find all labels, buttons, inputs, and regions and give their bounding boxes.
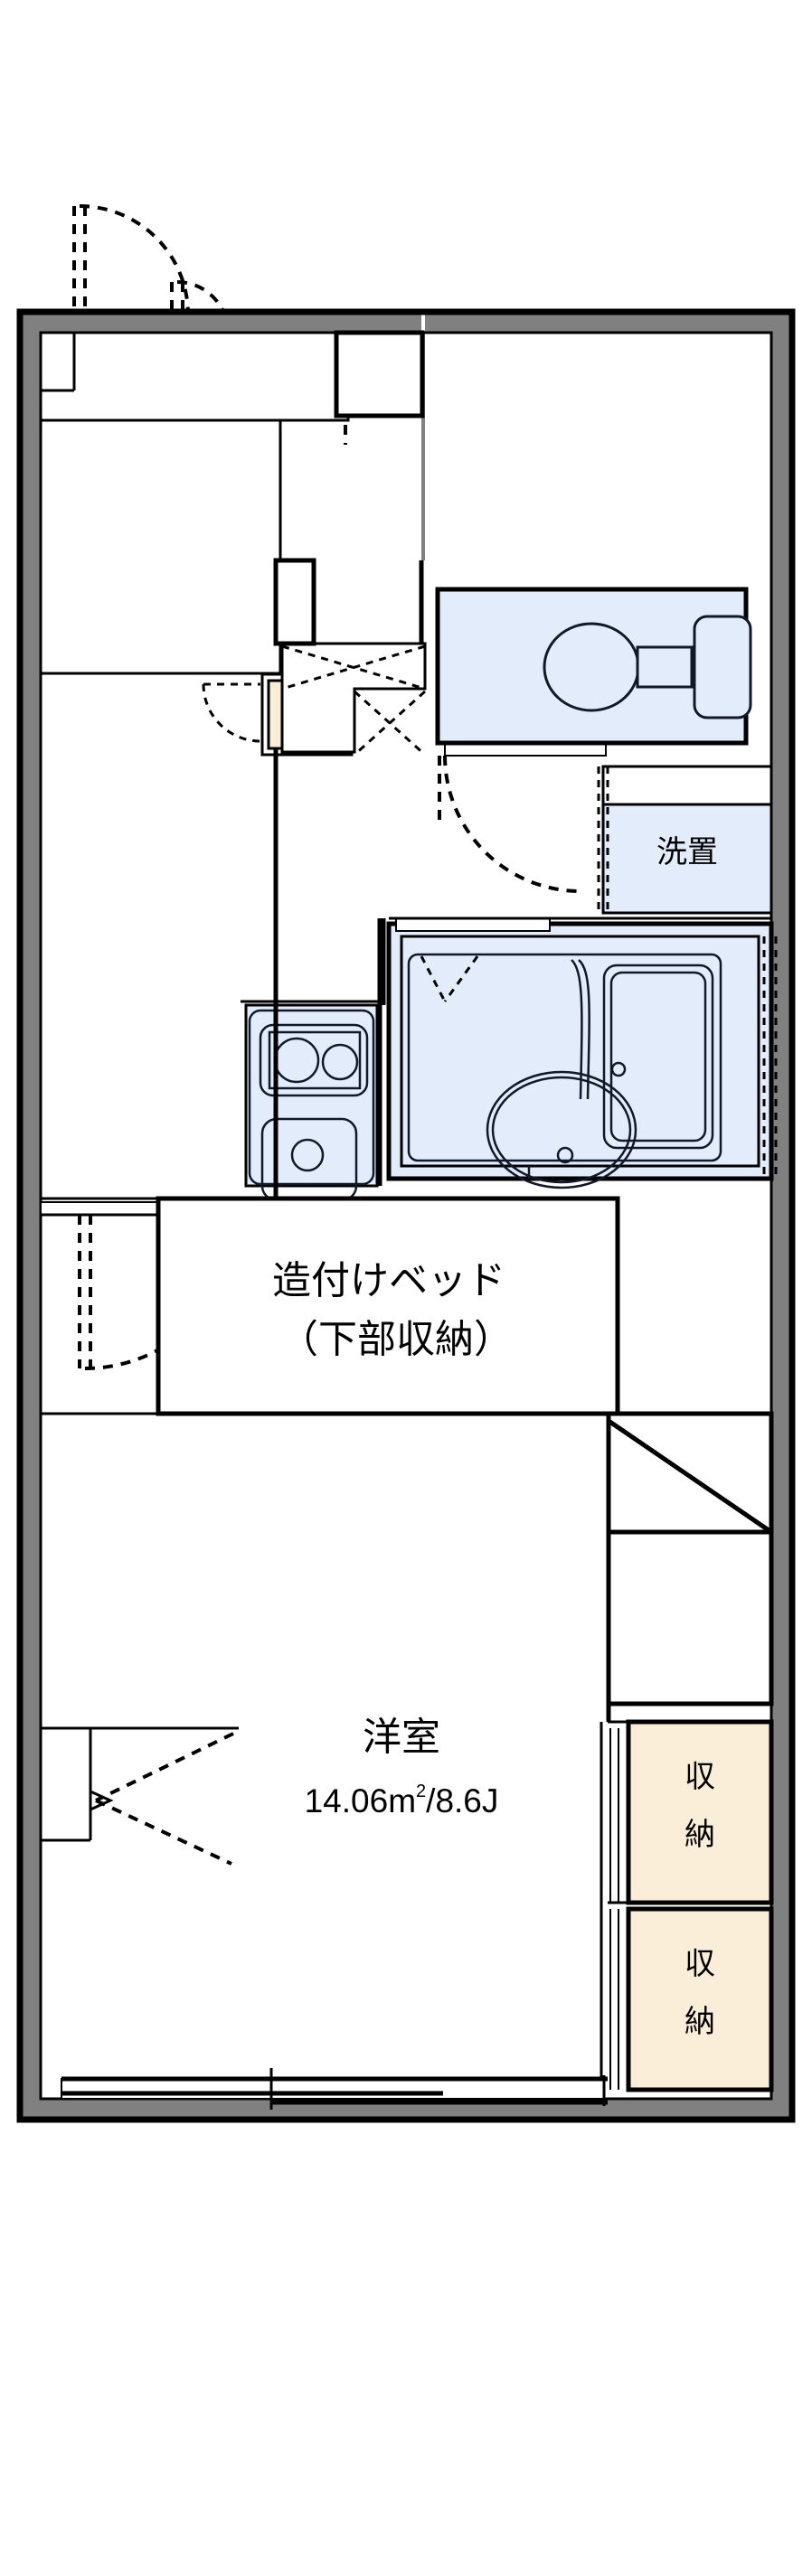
left-window [41, 1726, 239, 1866]
toilet-room [435, 587, 752, 757]
entrance-door-swing-outer [72, 204, 190, 315]
shoe-box-door-swing [202, 682, 261, 743]
two-burner-stove-icon [259, 1023, 369, 1097]
closet-lower-label-2: 納 [685, 2005, 715, 2039]
kitchen [241, 1000, 383, 1202]
closet-upper-label-1: 収 [685, 1760, 715, 1794]
toilet-icon [543, 615, 752, 719]
entrance-area [39, 331, 350, 675]
entry-porch-box [334, 330, 425, 418]
bed-label-line1: 造付けベッド [272, 1259, 505, 1302]
main-room-area: 14.06m2/8.6J [305, 1782, 499, 1819]
built-in-bed: 造付けベッド （下部収納） [156, 1196, 620, 1416]
closet-upper: 収 納 [608, 1719, 774, 1905]
bathroom [386, 917, 778, 1189]
area-tatami: 8.6J [435, 1782, 498, 1819]
bathtub-icon [602, 964, 714, 1150]
area-unit: m [388, 1782, 416, 1819]
closet-lower-label-1: 収 [685, 1947, 715, 1981]
main-room-label: 洋室 [363, 1716, 440, 1759]
internal-wall-details [273, 560, 771, 1199]
svg-text:14.06m2/8.6J: 14.06m2/8.6J [305, 1782, 499, 1819]
main-room: 洋室 14.06m2/8.6J [41, 1199, 618, 1819]
area-separator: / [426, 1782, 436, 1819]
hall-room-door [40, 1197, 159, 1217]
closet-upper-label-2: 納 [685, 1818, 715, 1852]
laundry-label: 洗置 [656, 835, 718, 870]
washbasin-icon [486, 959, 637, 1189]
area-number: 14.06 [305, 1782, 389, 1819]
mid-right-panel [606, 1529, 774, 1706]
area-superscript: 2 [416, 1782, 426, 1801]
closet-lower: 収 納 [608, 1901, 774, 2092]
toilet-door-swing [438, 755, 581, 893]
bed-label-line2: （下部収納） [279, 1318, 513, 1361]
genkan-closet-niche [273, 558, 316, 646]
upper-right-panel [606, 1411, 774, 1535]
laundry-area: 洗置 [597, 765, 773, 915]
balcony-sliding-window[interactable] [61, 2068, 608, 2110]
